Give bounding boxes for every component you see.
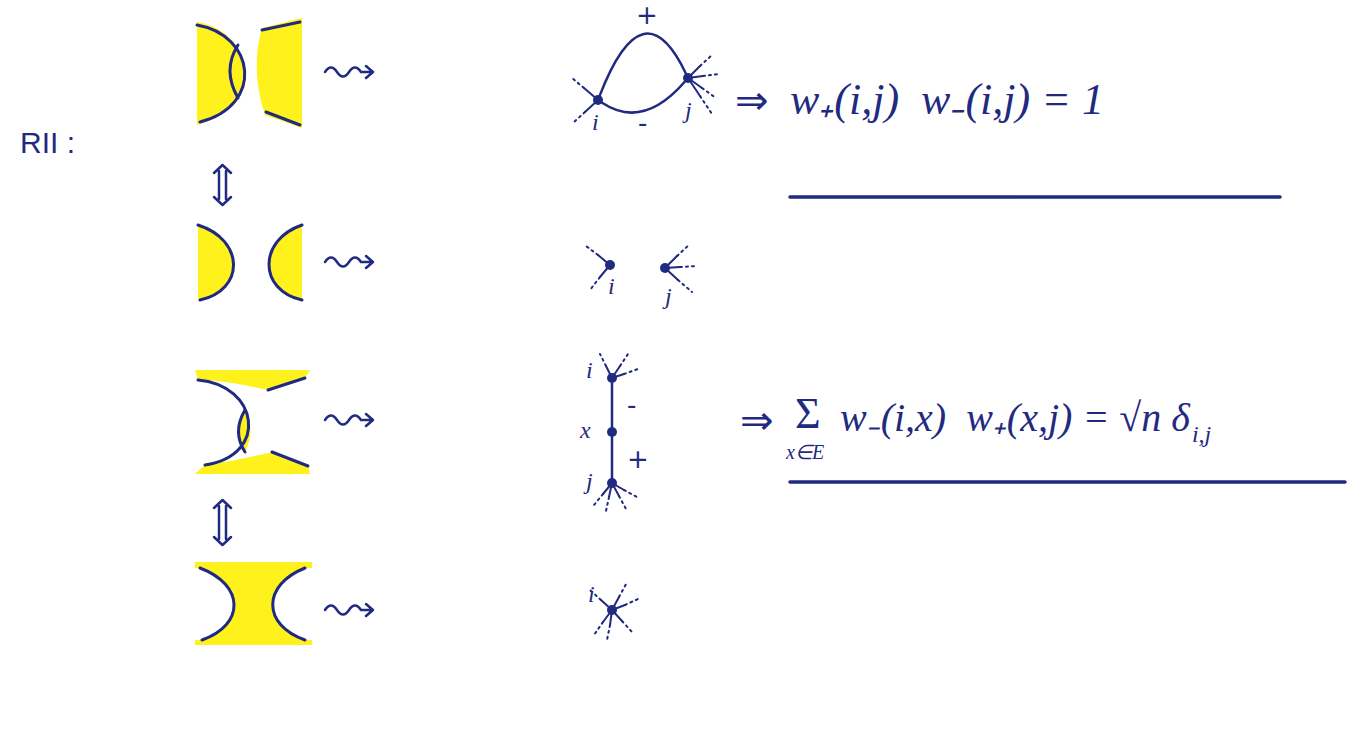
- graph-vertex: i: [605, 260, 615, 270]
- edge-sign: +: [627, 446, 649, 472]
- graph-vertex: i: [607, 605, 617, 615]
- edge-sign: -: [627, 392, 636, 418]
- equation: w₋(i,x) w₊(x,j) = √n δ: [840, 398, 1190, 438]
- vertex-label: x: [580, 418, 591, 442]
- graph-edge: [611, 383, 614, 427]
- edge-sign: +: [636, 2, 658, 28]
- implies-arrow: ⇒: [735, 80, 769, 120]
- equation: w₊(i,j) w₋(i,j) = 1: [790, 78, 1104, 122]
- vertex-label: j: [586, 469, 593, 493]
- graph-vertex: j: [607, 478, 617, 488]
- vertex-label: j: [665, 284, 672, 308]
- graph-edge: [602, 82, 685, 113]
- graph-vertex: i: [593, 95, 603, 105]
- vertex-label: i: [592, 110, 599, 134]
- graph-vertex: i: [607, 373, 617, 383]
- graph-edge: [611, 437, 614, 478]
- implies-arrow: ⇒: [740, 400, 774, 440]
- vertex-label: i: [588, 582, 595, 606]
- graph-vertex: j: [683, 73, 693, 83]
- graph-vertex: j: [660, 263, 670, 273]
- edge-sign: -: [638, 110, 647, 136]
- graph-vertex: x: [607, 427, 617, 437]
- delta-index: i,j: [1192, 422, 1211, 446]
- sum-index: x∈E: [786, 442, 824, 462]
- vertex-label: i: [608, 274, 615, 298]
- move-name: RII :: [20, 128, 75, 158]
- graph-edge: [600, 34, 686, 96]
- vertex-label: j: [685, 98, 692, 122]
- vertex-label: i: [586, 358, 593, 382]
- sum-symbol: Σ: [795, 392, 821, 436]
